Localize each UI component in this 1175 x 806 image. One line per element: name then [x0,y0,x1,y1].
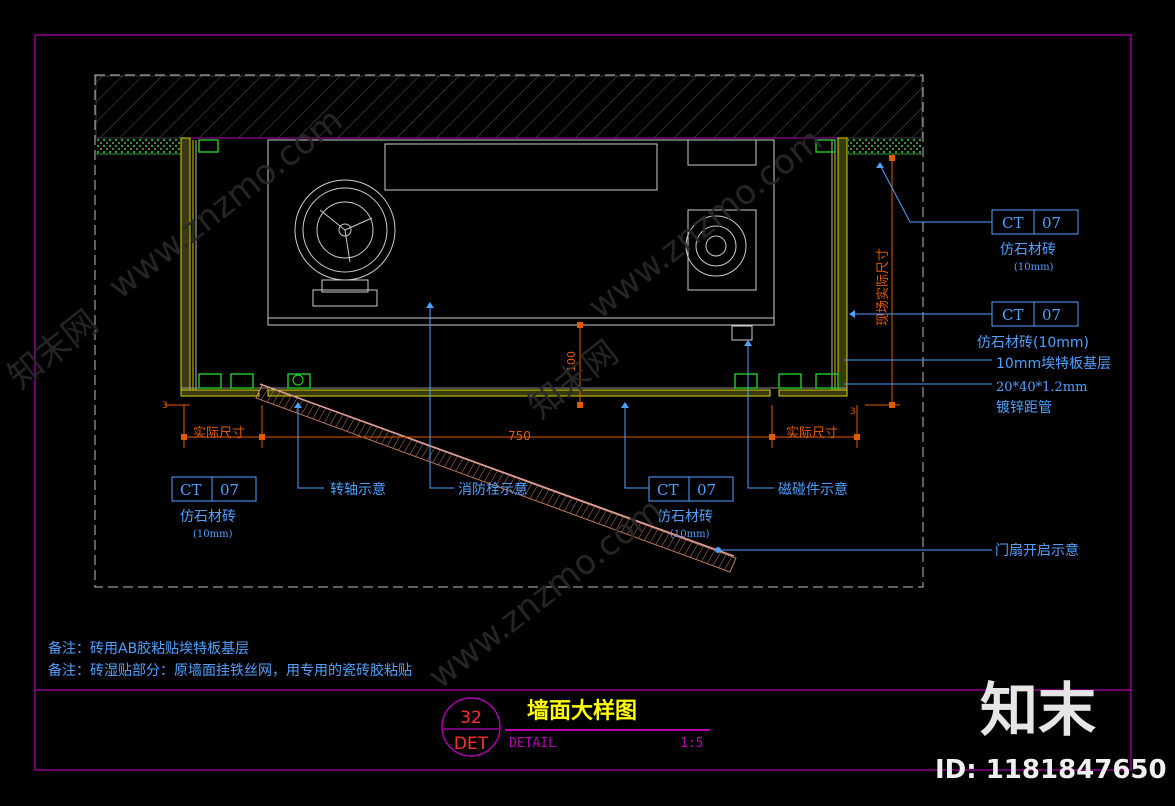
steel-pipes [198,139,839,389]
ct-center-spec: (10mm) [670,529,710,540]
bottom-tile-panel [267,389,771,397]
watermark-logo: 知末 [980,676,1096,744]
right-wall-layers [831,137,848,391]
ct-left-name: 仿石材砖 [180,509,236,525]
ct-top-spec: (10mm) [1014,262,1054,273]
concrete-slab [96,76,922,138]
ct-center-num: 07 [697,481,716,499]
dim-actual-right: 实际尺寸 [786,426,838,441]
plaster-strip-left [96,138,181,154]
detail-tag: DET [454,734,489,754]
ct-center-name: 仿石材砖 [657,509,713,525]
hydrant-label: 消防栓示意 [458,481,528,498]
watermark-site-3: www.znzmo.com [421,490,670,697]
bottom-tile-left [180,389,260,397]
note-2: 备注：砖湿贴部分：原墙面挂铁丝网，用专用的瓷砖胶粘贴 [48,662,412,679]
watermark-cn-2: 知末网 [521,333,626,427]
door-label: 门扇开启示意 [995,542,1079,559]
dim-depth: 100 [565,351,578,372]
bottom-tile-right [778,389,848,397]
dim-small-right: 3 [850,407,856,417]
ct-mid-name: 仿石材砖(10mm) [977,335,1089,351]
watermark-id: ID: 1181847650 [935,755,1167,785]
detail-number: 32 [460,708,482,728]
base-layer-label: 10mm埃特板基层 [996,355,1111,372]
ct-top-num: 07 [1042,214,1061,232]
sheet-frame [34,34,1132,771]
door-leaf [255,383,737,573]
callout-box-ct-mid [991,301,1079,327]
plaster-strip-right [848,138,922,154]
dim-small-left: 3 [162,401,168,411]
callout-box-ct-center [648,476,734,502]
ct-mid-code: CT [1002,306,1023,324]
detail-caption: DETAIL [509,736,556,751]
pipe-name-label: 镀锌距管 [996,399,1052,416]
note-1: 备注：砖用AB胶粘贴埃特板基层 [48,640,249,657]
hydrant-cabinet [267,139,775,341]
detail-boundary [94,74,924,588]
ct-left-spec: (10mm) [193,529,233,540]
watermark-cn-1: 知末网 [1,303,106,397]
pivot-label: 转轴示意 [330,481,386,498]
ct-top-name: 仿石材砖 [1000,242,1056,258]
ct-top-code: CT [1002,214,1023,232]
title-block: 32 DET 墙面大样图 DETAIL 1:5 [441,697,710,757]
ct-mid-num: 07 [1042,306,1061,324]
magnet-label: 磁碰件示意 [778,481,848,498]
dim-actual-left: 实际尺寸 [193,426,245,441]
ct-left-num: 07 [220,481,239,499]
ct-left-code: CT [180,481,201,499]
ct-center-code: CT [657,481,678,499]
dim-width: 750 [508,429,531,443]
left-wall-layers [180,137,197,391]
detail-title: 墙面大样图 [527,698,637,724]
watermark-site-2: www.znzmo.com [581,120,830,327]
callout-box-ct-left [171,476,257,502]
dim-vertical: 现场实际尺寸 [876,248,891,326]
detail-scale: 1:5 [680,736,703,751]
pipe-size-label: 20*40*1.2mm [996,380,1087,395]
callout-box-ct-top [991,209,1079,235]
